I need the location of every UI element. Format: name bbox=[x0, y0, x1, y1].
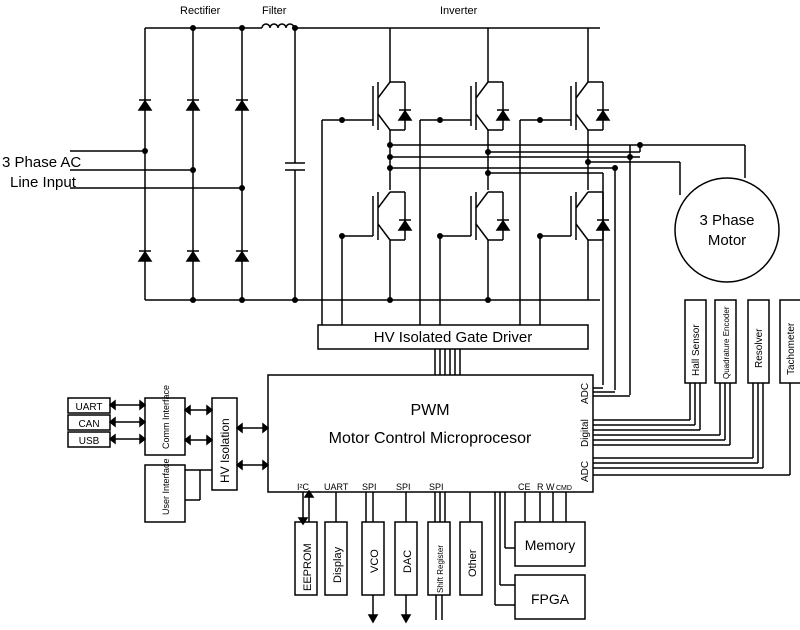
port-i2c-label: I²C bbox=[297, 482, 309, 492]
vco-label: VCO bbox=[369, 549, 381, 573]
sensor-wires bbox=[593, 383, 791, 476]
rectifier-label: Rectifier bbox=[180, 5, 221, 17]
gate-driver-bus bbox=[434, 349, 461, 375]
mcu-port-digital: Digital bbox=[580, 419, 591, 447]
sensor-boxes bbox=[684, 299, 800, 384]
eeprom-label: EEPROM bbox=[302, 543, 314, 591]
power-rails bbox=[145, 27, 600, 301]
user-interface-label: User Interface bbox=[161, 458, 171, 515]
dc-link-capacitor bbox=[285, 28, 305, 300]
port-spi2-label: SPI bbox=[396, 482, 411, 492]
rectifier-bridge bbox=[137, 28, 250, 300]
r-label: R bbox=[537, 482, 544, 492]
motor-label-line2: Motor bbox=[708, 232, 746, 249]
display-label: Display bbox=[332, 546, 344, 583]
filter-label: Filter bbox=[262, 5, 287, 17]
gate-driver-label: HV Isolated Gate Driver bbox=[374, 329, 532, 346]
shift-register-label: Shift Register bbox=[436, 545, 445, 593]
can-label: CAN bbox=[78, 419, 99, 430]
dac-label: DAC bbox=[402, 550, 414, 573]
comm-interface-label: Comm Interface bbox=[161, 385, 171, 449]
labels: Rectifier Filter Inverter 3 Phase AC Lin… bbox=[2, 5, 797, 607]
inverter-legs bbox=[342, 28, 611, 300]
mcu-title: PWM bbox=[410, 402, 449, 419]
ce-label: CE bbox=[518, 482, 531, 492]
motor-label-line1: 3 Phase bbox=[699, 212, 754, 229]
sensor-tachometer-label: Tachometer bbox=[786, 322, 797, 375]
mcu-subtitle: Motor Control Microprocesor bbox=[329, 430, 532, 447]
junction-dots bbox=[142, 25, 643, 303]
bottom-wires bbox=[297, 489, 567, 624]
gate-driver-box bbox=[317, 324, 589, 350]
sensor-resolver-label: Resolver bbox=[754, 328, 765, 368]
memory-label: Memory bbox=[525, 537, 576, 553]
port-spi1-label: SPI bbox=[362, 482, 377, 492]
left-blocks bbox=[67, 397, 238, 523]
motor-symbol bbox=[674, 177, 780, 283]
w-label: W bbox=[546, 482, 555, 492]
inverter-label: Inverter bbox=[440, 5, 478, 17]
mcu-port-adc-bottom: ADC bbox=[580, 461, 591, 482]
gate-wires bbox=[321, 119, 541, 325]
mcu-port-adc-top: ADC bbox=[580, 383, 591, 404]
port-spi3-label: SPI bbox=[429, 482, 444, 492]
cmd-label: CMD bbox=[556, 485, 572, 492]
usb-label: USB bbox=[79, 436, 100, 447]
phase-wires bbox=[390, 144, 746, 395]
left-arrows bbox=[108, 399, 270, 501]
uart-label: UART bbox=[75, 402, 102, 413]
sensor-encoder-label: Quadrature Encoder bbox=[722, 306, 731, 379]
filter-inductor bbox=[261, 23, 295, 29]
hv-isolation-label: HV Isolation bbox=[218, 418, 232, 483]
ac-input-line1: 3 Phase AC bbox=[2, 154, 81, 171]
sensor-hall-label: Hall Sensor bbox=[691, 324, 702, 376]
port-uart-label: UART bbox=[324, 482, 349, 492]
ac-input-lines bbox=[70, 150, 242, 189]
other-label: Other bbox=[467, 549, 479, 577]
mcu-box bbox=[267, 374, 594, 493]
fpga-label: FPGA bbox=[531, 591, 570, 607]
ac-input-line2: Line Input bbox=[10, 174, 77, 191]
